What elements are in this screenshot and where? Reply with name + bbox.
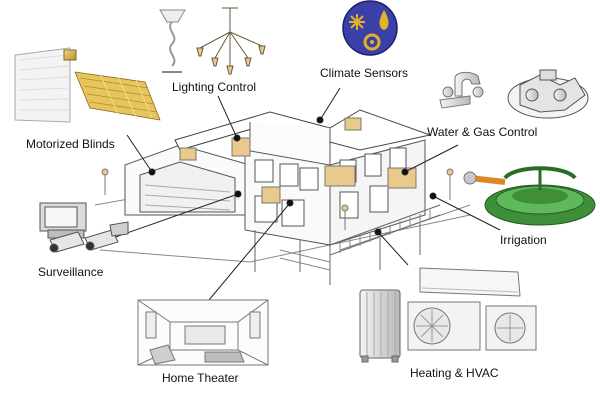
chandelier-icon	[196, 7, 266, 75]
label-motorized-blinds: Motorized Blinds	[26, 137, 115, 151]
house-illustration	[94, 109, 471, 285]
callout-lines	[106, 87, 501, 307]
radiator-icon	[359, 289, 401, 363]
callout-dot-blinds	[148, 168, 156, 176]
label-heating-hvac: Heating & HVAC	[410, 366, 499, 380]
callout-dot-theater	[286, 199, 294, 207]
motorized-blinds-icon	[14, 47, 161, 123]
lamp-icon	[159, 9, 186, 73]
callout-dot-surveillance	[234, 190, 242, 198]
home-theater-room-icon	[137, 299, 269, 366]
label-water-gas-control: Water & Gas Control	[427, 125, 538, 139]
callout-dot-irrigation	[429, 192, 437, 200]
label-irrigation: Irrigation	[500, 233, 547, 247]
faucet-icon	[439, 71, 484, 109]
callout-dot-climate	[316, 116, 324, 124]
label-lighting-control: Lighting Control	[172, 80, 257, 94]
label-climate-sensors: Climate Sensors	[320, 66, 409, 80]
camera-icon	[39, 202, 129, 253]
label-surveillance: Surveillance	[38, 265, 104, 279]
sprinkler-icon	[463, 166, 596, 226]
callout-dot-hvac	[374, 228, 382, 236]
gas-valve-icon	[507, 69, 589, 119]
callout-dot-lighting	[233, 134, 241, 142]
climate-sensor-icon	[342, 0, 398, 56]
label-home-theater: Home Theater	[162, 371, 239, 385]
callout-dot-water	[401, 168, 409, 176]
air-conditioner-icon	[407, 267, 537, 351]
